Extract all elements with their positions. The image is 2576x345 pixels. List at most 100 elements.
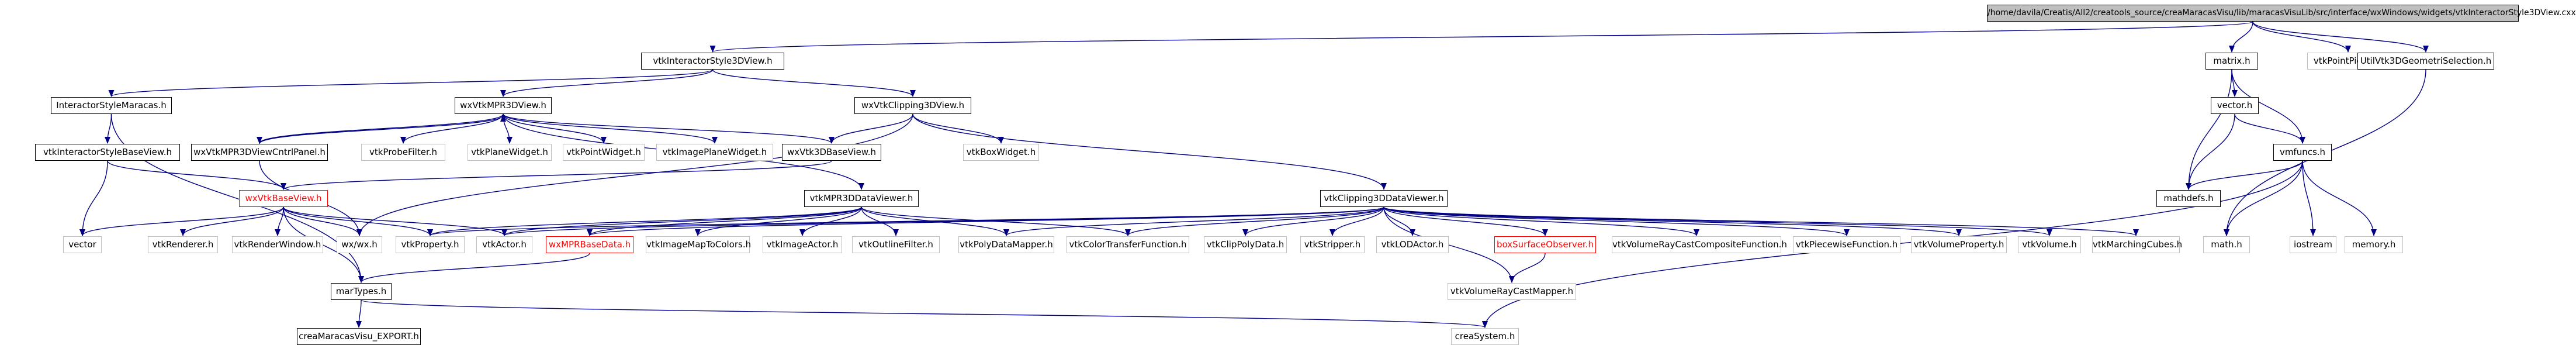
node-vtkclipping3ddataviewer-h[interactable]: vtkClipping3DDataViewer.h (1320, 190, 1448, 207)
edge-vector-h-to-mathdefs-h (2186, 113, 2235, 190)
edge-wxvtkclipping3dview-h-to-wx-wx-h (356, 113, 913, 236)
edge-vtkclipping3ddataviewer-h-to-vtkpiecewisefunction-h (1383, 206, 1850, 236)
edge-wxvtkbaseview-h-to-vtkrenderer-h (180, 206, 284, 236)
edge-vmfuncs-h-to-mathdefs-h (2186, 160, 2303, 190)
node-wxvtkbaseview-h[interactable]: wxVtkBaseView.h (239, 190, 328, 207)
node-vtklodactor-h[interactable]: vtkLODActor.h (1376, 236, 1449, 253)
edge-wxvtk3dbaseview-h-to-wxvtkbaseview-h (281, 160, 832, 190)
node-matrix-h[interactable]: matrix.h (2205, 53, 2258, 70)
edge-vtkclipping3ddataviewer-h-to-vtkvolumeraycastcompositefunction-h (1383, 206, 1699, 236)
edge-wxvtkbaseview-h-to-vector (79, 206, 284, 236)
edge-vtkclipping3ddataviewer-h-to-vtkstripper-h (1329, 206, 1384, 236)
node-vtkvolumeproperty-h[interactable]: vtkVolumeProperty.h (1911, 236, 2007, 253)
edge-vtkclipping3ddataviewer-h-to-vtkproperty-h (427, 206, 1384, 236)
edge-vtkclipping3ddataviewer-h-to-vtkpolydatamapper-h (1003, 206, 1384, 236)
edge-vtkmpr3ddataviewer-h-to-vtkactor-h (501, 206, 862, 236)
node-vtkrenderer-h[interactable]: vtkRenderer.h (148, 236, 218, 253)
edge-wxvtkmpr3dview-h-to-vtkimageplanewidget-h (503, 113, 718, 144)
edge-wxvtkbaseview-h-to-vtkproperty-h (283, 206, 433, 236)
node-wx-wx-h[interactable]: wx/wx.h (337, 236, 382, 253)
edge-vtkinteractorstyle3dview-h-to-interactorstylemaracas-h (108, 69, 714, 97)
edge-matrix-h-to-mathdefs-h (2186, 69, 2232, 190)
edge-wxmprbasedata-h-to-martypes-h (358, 253, 590, 283)
node-vtkstripper-h[interactable]: vtkStripper.h (1300, 236, 1365, 253)
node-wxvtk3dbaseview-h[interactable]: wxVtk3DBaseView.h (782, 144, 881, 161)
node-vtkinteractorstylebaseview-h[interactable]: vtkInteractorStyleBaseView.h (35, 144, 180, 161)
edge-wxvtkclipping3dview-h-to-wxvtk3dbaseview-h (829, 113, 913, 144)
node-interactorstylemaracas-h[interactable]: InteractorStyleMaracas.h (51, 97, 172, 114)
edge-vmfuncs-h-to-math-h (2224, 160, 2303, 236)
node-boxsurfaceobserver-h[interactable]: boxSurfaceObserver.h (1494, 236, 1596, 253)
node-memory-h[interactable]: memory.h (2345, 236, 2403, 253)
edge-vtkinteractorstylebaseview-h-to-vector (79, 160, 108, 236)
edge-vtkclipping3ddataviewer-h-to-vtkmarchingcubes-h (1383, 206, 2139, 236)
edge-wxvtkclipping3dview-h-to-vtkboxwidget-h (912, 113, 1004, 144)
edge-matrix-h-to-vmfuncs-h (2231, 69, 2305, 144)
edge-vtkclipping3ddataviewer-h-to-vtkvolumeproperty-h (1383, 206, 1962, 236)
node-wxmprbasedata-h[interactable]: wxMPRBaseData.h (546, 236, 633, 253)
edge-boxsurfaceobserver-h-to-vtkvolumeraycastmapper-h (1509, 253, 1546, 283)
edge-vtkmpr3ddataviewer-h-to-vtkimagemaptocolors-h (695, 206, 862, 236)
node-vector[interactable]: vector (63, 236, 102, 253)
node-vtkmarchingcubes-h[interactable]: vtkMarchingCubes.h (2092, 236, 2182, 253)
edge-martypes-h-to-creasystem-h (361, 299, 1488, 328)
node-vtkpiecewisefunction-h[interactable]: vtkPiecewiseFunction.h (1793, 236, 1900, 253)
node-math-h[interactable]: math.h (2203, 236, 2250, 253)
node-creamaracasvisu-export-h[interactable]: creaMaracasVisu_EXPORT.h (297, 328, 421, 345)
edge-root-to-utilvtk3dgeometriselection-h (2252, 21, 2429, 53)
node-vmfuncs-h[interactable]: vmfuncs.h (2273, 144, 2332, 161)
edge-martypes-h-to-creamaracasvisu-export-h (356, 299, 362, 328)
node-vtkclippolydata-h[interactable]: vtkClipPolyData.h (1204, 236, 1287, 253)
edge-vtkmpr3ddataviewer-h-to-vtkimageactor-h (799, 206, 862, 236)
edge-root-to-vtkinteractorstyle3dview-h (710, 21, 2253, 53)
edge-root-to-matrix-h (2229, 21, 2253, 53)
node-vtkproperty-h[interactable]: vtkProperty.h (396, 236, 465, 253)
node-vtkactor-h[interactable]: vtkActor.h (476, 236, 532, 253)
node-vtkprobefilter-h[interactable]: vtkProbeFilter.h (361, 144, 445, 161)
edge-wxvtkclipping3dview-h-to-vtkclipping3ddataviewer-h (912, 113, 1387, 190)
edge-wxvtkbaseview-h-to-wx-wx-h (283, 206, 362, 236)
edge-vtkmpr3ddataviewer-h-to-vtkoutlinefilter-h (861, 206, 899, 236)
edge-vtkinteractorstylebaseview-h-to-wxvtkbaseview-h (107, 160, 286, 190)
node-vtkplanewidget-h[interactable]: vtkPlaneWidget.h (468, 144, 552, 161)
node-wxvtkclipping3dview-h[interactable]: wxVtkClipping3DView.h (854, 97, 971, 114)
edge-vtkmpr3ddataviewer-h-to-wxmprbasedata-h (587, 206, 862, 236)
edge-wxvtkmpr3dviewcntrlpanel-h-to-wxvtkmpr3dview-h (259, 115, 506, 144)
edge-vtkclipping3ddataviewer-h-to-vtkcolortransferfunction-h (1125, 206, 1384, 236)
edge-vector-h-to-vmfuncs-h (2234, 113, 2305, 144)
node-vtkrenderwindow-h[interactable]: vtkRenderWindow.h (232, 236, 323, 253)
node-mathdefs-h[interactable]: mathdefs.h (2156, 190, 2221, 207)
node-vtkimageactor-h[interactable]: vtkImageActor.h (763, 236, 842, 253)
graph-nodes: /home/davila/Creatis/All2/creatools_sour… (35, 5, 2576, 345)
node-vtkvolumeraycastmapper-h[interactable]: vtkVolumeRayCastMapper.h (1448, 283, 1576, 300)
node-vtkcolortransferfunction-h[interactable]: vtkColorTransferFunction.h (1067, 236, 1189, 253)
node-vector-h[interactable]: vector.h (2211, 97, 2259, 114)
node-vtkimageplanewidget-h[interactable]: vtkImagePlaneWidget.h (656, 144, 773, 161)
node-vtkoutlinefilter-h[interactable]: vtkOutlineFilter.h (852, 236, 940, 253)
node-vtkpointwidget-h[interactable]: vtkPointWidget.h (563, 144, 645, 161)
edge-vtkinteractorstyle3dview-h-to-wxvtkclipping3dview-h (712, 69, 916, 97)
node-vtkimagemaptocolors-h[interactable]: vtkImageMapToColors.h (646, 236, 751, 253)
include-graph (79, 21, 2429, 328)
node-vtkmpr3ddataviewer-h[interactable]: vtkMPR3DDataViewer.h (804, 190, 919, 207)
edge-vtkclipping3ddataviewer-h-to-vtkclippolydata-h (1242, 206, 1384, 236)
node-root[interactable]: /home/davila/Creatis/All2/creatools_sour… (1987, 5, 2576, 22)
dependency-edges (79, 21, 2429, 328)
edge-wxvtkmpr3dview-h-to-wxvtk3dbaseview-h (503, 113, 835, 144)
node-wxvtkmpr3dviewcntrlpanel-h[interactable]: wxVtkMPR3DViewCntrlPanel.h (191, 144, 328, 161)
node-vtkinteractorstyle3dview-h[interactable]: vtkInteractorStyle3DView.h (641, 53, 784, 70)
node-wxvtkmpr3dview-h[interactable]: wxVtkMPR3DView.h (455, 97, 552, 114)
node-vtkvolume-h[interactable]: vtkVolume.h (2018, 236, 2081, 253)
node-vtkpolydatamapper-h[interactable]: vtkPolyDataMapper.h (958, 236, 1054, 253)
node-utilvtk3dgeometriselection-h[interactable]: UtilVtk3DGeometriSelection.h (2357, 53, 2494, 70)
edge-vmfuncs-h-to-memory-h (2302, 160, 2377, 236)
node-vtkboxwidget-h[interactable]: vtkBoxWidget.h (963, 144, 1039, 161)
node-martypes-h[interactable]: marTypes.h (331, 283, 392, 300)
edge-wxvtkmpr3dview-h-to-wxvtkmpr3dviewcntrlpanel-h (257, 113, 504, 144)
node-creasystem-h[interactable]: creaSystem.h (1451, 328, 1519, 345)
edge-vmfuncs-h-to-iostream (2302, 160, 2316, 236)
node-iostream[interactable]: iostream (2290, 236, 2336, 253)
node-vtkvolumeraycastcompositefunction-h[interactable]: vtkVolumeRayCastCompositeFunction.h (1612, 236, 1787, 253)
edge-vtkinteractorstyle3dview-h-to-wxvtkmpr3dview-h (500, 69, 714, 97)
edge-wxvtkmpr3dview-h-to-vtkpointwidget-h (503, 113, 607, 144)
